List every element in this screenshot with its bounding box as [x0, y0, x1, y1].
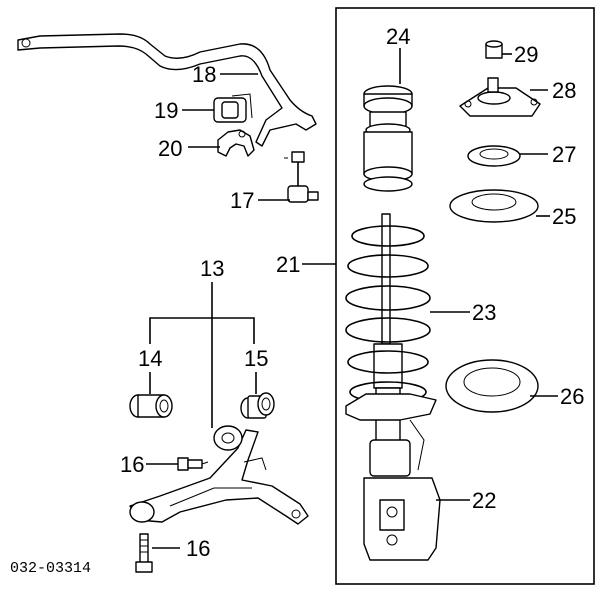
stabilizer-bushing — [213, 93, 253, 123]
callout-21: 21 — [276, 252, 300, 277]
strut-assembly-frame — [335, 7, 595, 585]
callout-29: 29 — [514, 42, 538, 67]
callout-22: 22 — [472, 488, 496, 513]
spring-insulator — [445, 359, 539, 413]
callout-15: 15 — [244, 346, 268, 371]
stabilizer-bar — [17, 33, 317, 147]
strut-spring-seat — [345, 393, 437, 421]
callout-19: 19 — [154, 98, 178, 123]
lower-arm-bolt-upper — [177, 457, 209, 471]
lower-arm-bolt-lower — [135, 533, 153, 573]
upper-spring-seat — [449, 189, 539, 223]
lower-arm-bushing-rear — [240, 392, 275, 419]
callout-25: 25 — [552, 204, 576, 229]
callout-26: 26 — [560, 384, 584, 409]
strut-top-nut — [485, 40, 503, 59]
callout-17: 17 — [230, 188, 254, 213]
stabilizer-holder — [217, 129, 255, 157]
stabilizer-link — [284, 151, 319, 203]
callout-24: 24 — [386, 24, 410, 49]
callout-20: 20 — [158, 136, 182, 161]
strut-mount-bearing — [467, 145, 521, 167]
callout-14: 14 — [138, 346, 162, 371]
callout-18: 18 — [192, 62, 216, 87]
leader-lines — [146, 48, 558, 549]
lower-arm — [129, 425, 309, 525]
strut-bump-stop-boot — [363, 85, 413, 192]
callout-13: 13 — [200, 256, 224, 281]
lower-arm-bushing-front — [129, 394, 173, 418]
callout-23: 23 — [472, 300, 496, 325]
strut-body — [363, 419, 441, 561]
callout-27: 27 — [552, 142, 576, 167]
callout-28: 28 — [552, 78, 576, 103]
strut-damper — [373, 213, 403, 459]
callout-16-upper: 16 — [120, 452, 144, 477]
diagram-code: 032-03314 — [10, 560, 91, 577]
callout-16-lower: 16 — [186, 536, 210, 561]
strut-upper-mount — [459, 77, 541, 117]
